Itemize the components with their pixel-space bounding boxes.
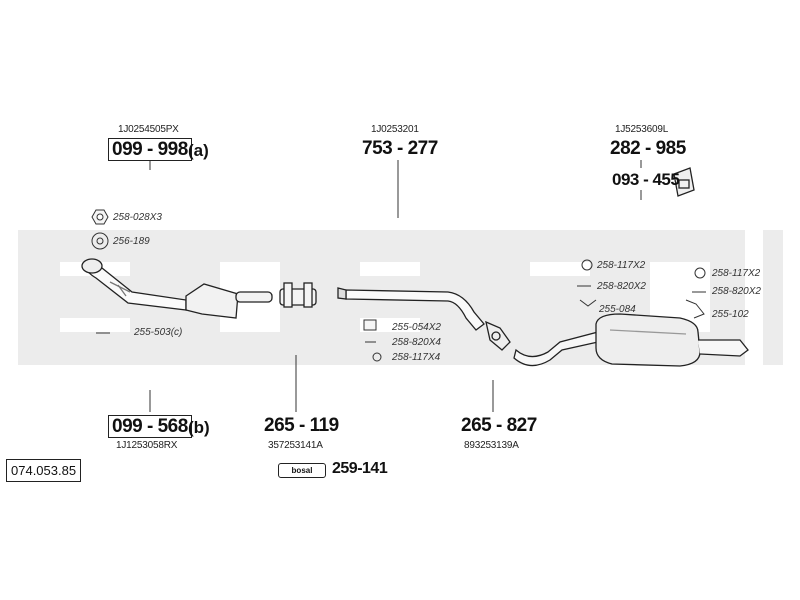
mount-kit-graphic [673, 167, 695, 197]
hanger-part-number[interactable]: 282 - 985 [610, 138, 686, 159]
paste-part-number[interactable]: 259-141 [332, 460, 388, 477]
leader-lines [149, 160, 642, 412]
accessory-label: 256-189 [113, 236, 150, 247]
front-pipe-oem: 1J1253058RX [116, 440, 178, 451]
accessory-label: 255-102 [712, 309, 749, 320]
center-pipe-graphic [337, 287, 485, 331]
cat-converter-part-number[interactable]: 099 - 998 [108, 138, 192, 161]
rear-muffler-graphic [513, 313, 749, 367]
accessory-label: 258-028X3 [113, 212, 162, 223]
tail-pipe-part-number[interactable]: 753 - 277 [362, 138, 438, 159]
mounting-kit-part-number[interactable]: 093 - 455 [612, 170, 680, 189]
rear-muffler-part-number[interactable]: 265 - 827 [461, 415, 537, 436]
center-pipe-part-number[interactable]: 265 - 119 [264, 415, 339, 436]
accessory-label: 255-084 [599, 304, 636, 315]
clamp-graphic [279, 282, 317, 308]
hanger-oem: 1J5253609L [615, 124, 669, 135]
rear-muffler-oem: 893253139A [464, 440, 519, 451]
accessory-label: 258-117X2 [597, 260, 646, 271]
accessory-label: 258-820X2 [712, 286, 761, 297]
accessory-label: 255-054X2 [392, 322, 441, 333]
joint-graphic [485, 320, 511, 351]
accessory-label: 258-117X4 [392, 352, 441, 363]
front-pipe-part-number[interactable]: 099 - 568 [108, 415, 192, 438]
reference-number: 074.053.85 [6, 459, 82, 482]
accessory-label: 258-820X4 [392, 337, 441, 348]
catalytic-converter-graphic [185, 283, 273, 319]
accessory-label: 258-820X2 [597, 281, 646, 292]
accessory-icons [91, 209, 706, 362]
cat-converter-oem: 1J0254505PX [118, 124, 179, 135]
bosal-paste-badge: bosal [278, 463, 326, 478]
front-pipe-suffix: (b) [188, 418, 210, 437]
tail-pipe-oem: 1J0253201 [371, 124, 419, 135]
front-pipe-graphic [81, 258, 187, 311]
center-pipe-oem: 357253141A [268, 440, 323, 451]
watermark-letters [60, 230, 763, 365]
accessory-label: 258-117X2 [712, 268, 761, 279]
cat-converter-suffix: (a) [188, 141, 209, 160]
accessory-label: 255-503(c) [134, 327, 183, 338]
